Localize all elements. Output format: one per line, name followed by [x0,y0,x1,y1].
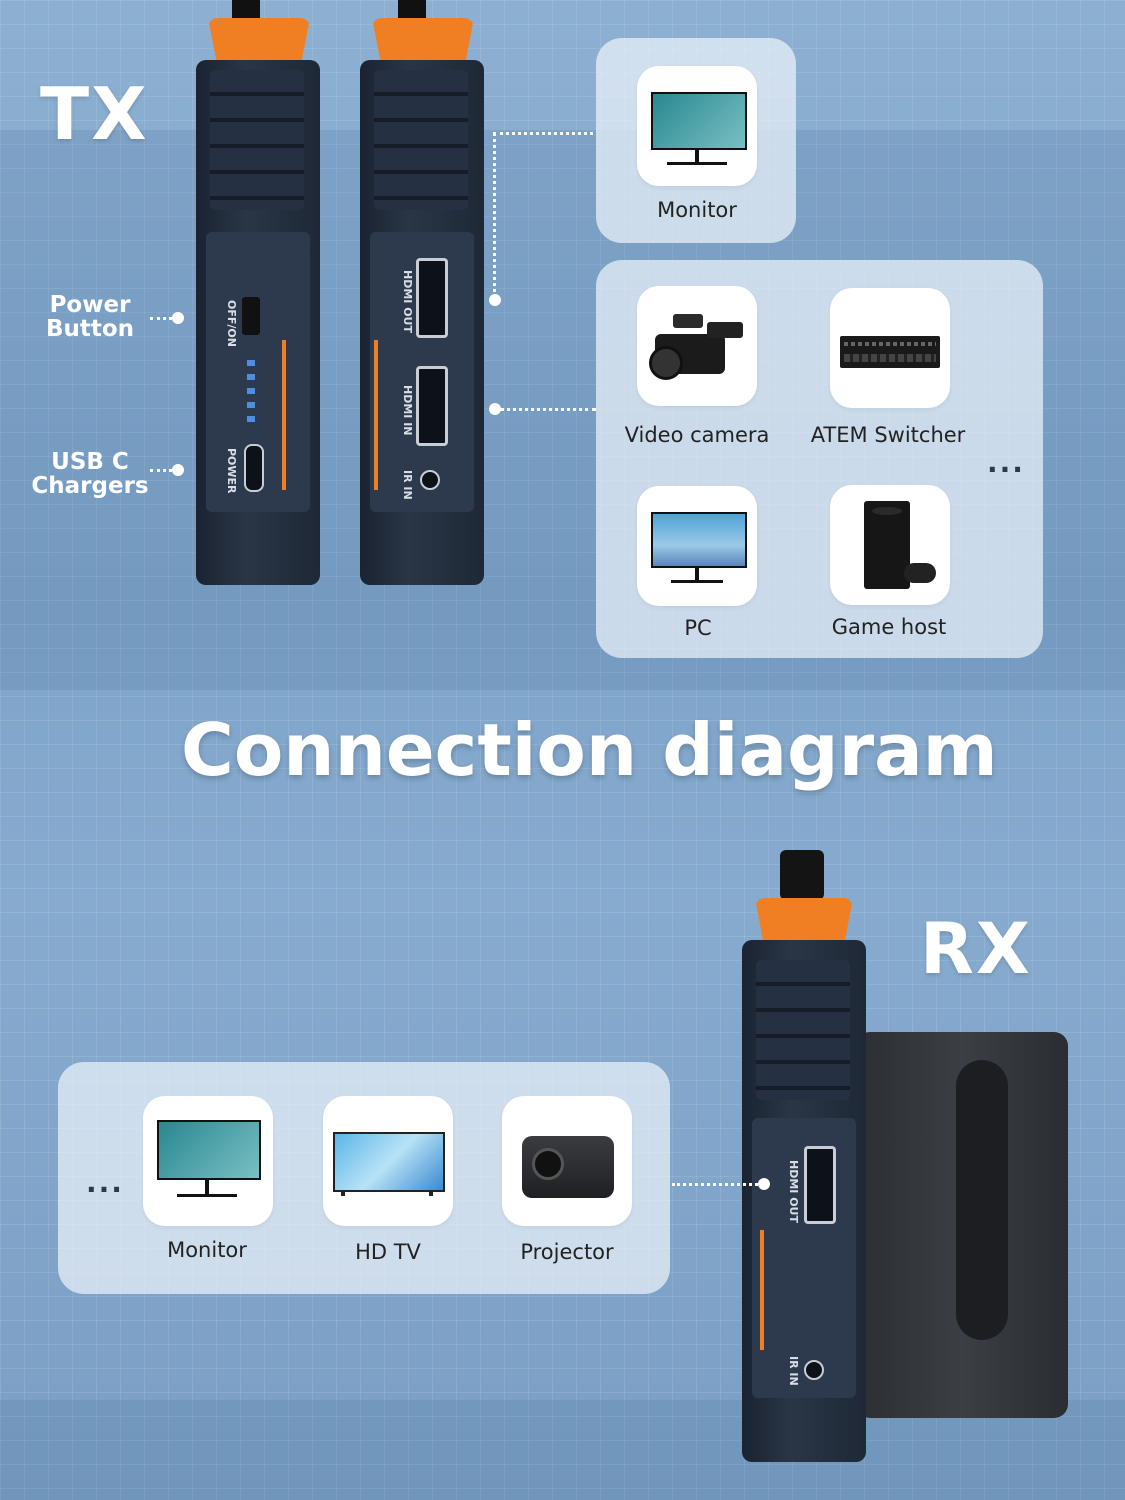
tx-power-label: POWER [225,448,238,494]
tx-input-card-pc [637,486,757,606]
rx-ir-in-label: IR IN [787,1356,800,1386]
tx-out-connector-vertical [493,132,496,300]
tx-input-card-atem-switcher [830,288,950,408]
tx-hdmi-out-dot [489,294,501,306]
power-button-dot [172,312,184,324]
usb-c-callout: USB C Chargers [31,449,149,499]
tx-hdmi-in-label: HDMI IN [401,385,414,436]
tx-off-on-label: OFF/ON [225,300,238,347]
tx-ir-in-label: IR IN [401,470,414,500]
rx-hdmi-out-label: HDMI OUT [787,1160,800,1223]
tx-input-card-game-host [830,485,950,605]
tx-input-more-indicator: ... [987,446,1025,479]
tx-input-game-host-label: Game host [831,615,947,639]
rx-output-hd-tv-label: HD TV [355,1240,421,1264]
tx-input-card-video-camera [637,286,757,406]
rx-label: RX [920,908,1032,990]
rx-output-projector-label: Projector [520,1240,614,1264]
power-button-leader [150,317,172,320]
tx-out-connector [493,132,593,135]
tx-input-video-camera-label: Video camera [624,423,770,447]
page-title: Connection diagram [181,708,998,792]
tx-in-connector [500,408,596,411]
rx-output-card-hd-tv [323,1096,453,1226]
tx-device-power [196,60,320,585]
tx-input-atem-switcher-label: ATEM Switcher [810,423,966,447]
tx-input-pc-label: PC [684,616,712,640]
power-button-callout: Power Button [45,292,135,342]
rx-output-card-monitor [143,1096,273,1226]
rx-device [742,940,866,1462]
rx-out-connector [672,1183,758,1186]
tx-hdmi-in-dot [489,403,501,415]
usb-c-dot [172,464,184,476]
rx-output-more-indicator: ... [86,1166,124,1199]
tx-device-hdmi [360,60,484,585]
rx-antenna [780,850,824,900]
tx-output-card-monitor [637,66,757,186]
tx-hdmi-out-label: HDMI OUT [401,270,414,333]
tx-output-monitor-label: Monitor [657,198,737,222]
rx-battery [856,1032,1068,1418]
rx-output-card-projector [502,1096,632,1226]
usb-c-leader [150,469,172,472]
rx-hdmi-out-dot [758,1178,770,1190]
rx-output-monitor-label: Monitor [167,1238,247,1262]
tx-label: TX [40,72,149,156]
